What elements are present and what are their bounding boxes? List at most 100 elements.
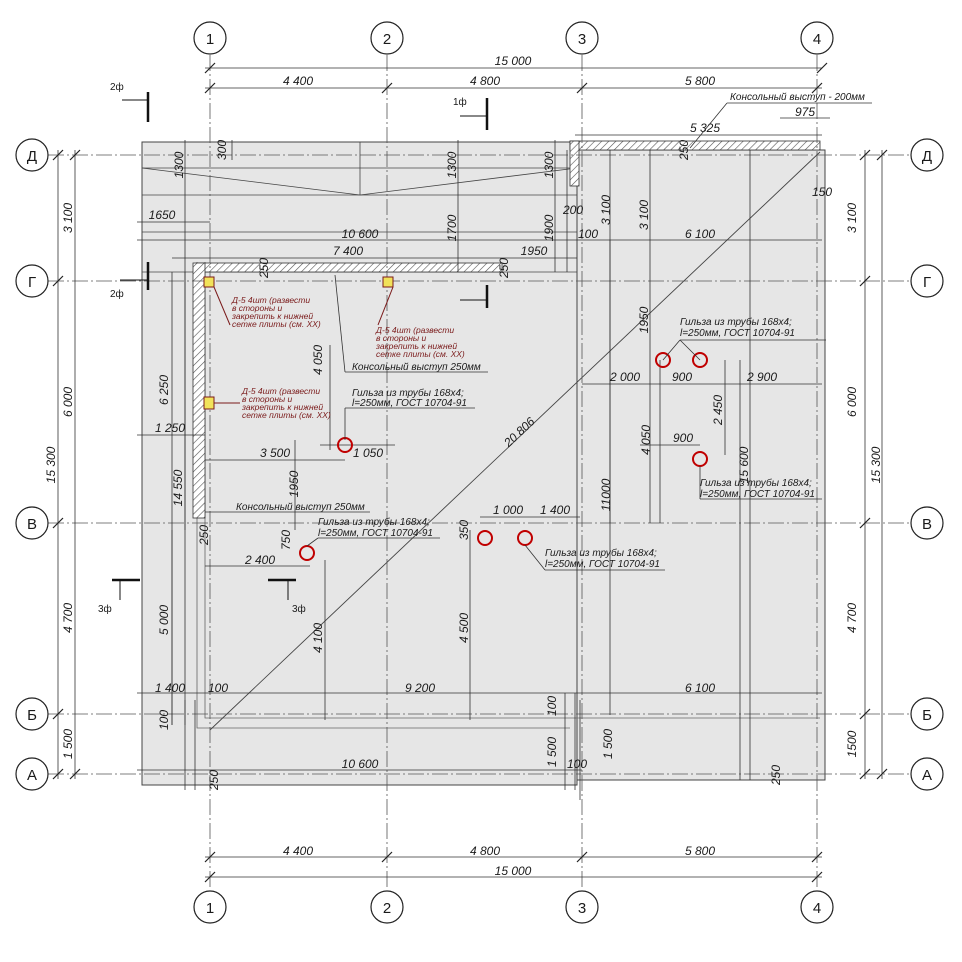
dim-3100-mid: 3 100 bbox=[599, 195, 613, 225]
note-sleeve-2-l1: Гильза из трубы 168х4; bbox=[680, 316, 792, 328]
section-1f-label: 1ф bbox=[453, 96, 467, 108]
notes: Консольный выступ - 200мм Консольный выс… bbox=[231, 92, 865, 570]
svg-text:4: 4 bbox=[813, 31, 821, 48]
dim-350: 350 bbox=[457, 520, 471, 540]
dim-300: 300 bbox=[215, 140, 229, 160]
axis-1-top: 1 bbox=[193, 21, 227, 55]
dim-bottom-span-2: 4 800 bbox=[470, 844, 500, 858]
dim-900-a: 900 bbox=[672, 370, 692, 384]
hatched-wall-step bbox=[569, 140, 580, 187]
note-sleeve-1-l1: Гильза из трубы 168х4; bbox=[352, 387, 464, 399]
note-sleeve-3-l2: l=250мм, ГОСТ 10704-91 bbox=[700, 489, 815, 500]
dim-right-span-2: 6 000 bbox=[845, 387, 859, 417]
note-d5-2-l2: в стороны и bbox=[376, 333, 427, 343]
axis-V-left: В bbox=[15, 506, 49, 540]
hatched-wall-top bbox=[196, 262, 503, 273]
dim-1500-b: 1 500 bbox=[601, 729, 615, 759]
dim-1250: 1 250 bbox=[155, 421, 185, 435]
svg-text:2: 2 bbox=[383, 31, 391, 48]
axis-2-bottom: 2 bbox=[370, 890, 404, 924]
svg-text:Д: Д bbox=[27, 148, 37, 165]
svg-text:Б: Б bbox=[922, 707, 932, 724]
dim-bottom-span-1: 4 400 bbox=[283, 844, 313, 858]
dimension-ticks bbox=[52, 62, 888, 883]
dim-right-total: 15 300 bbox=[869, 446, 883, 483]
dim-6100-top: 6 100 bbox=[685, 227, 715, 241]
dim-750: 750 bbox=[279, 530, 293, 550]
leader-lines bbox=[205, 102, 872, 571]
dim-250-e: 250 bbox=[769, 765, 783, 786]
dim-left-span-2: 6 000 bbox=[61, 387, 75, 417]
axis-G-right: Г bbox=[910, 264, 944, 298]
dim-1300-a: 1300 bbox=[172, 151, 186, 178]
note-cantilever-250-top: Консольный выступ 250мм bbox=[352, 362, 481, 373]
dim-right-span-3: 4 700 bbox=[845, 603, 859, 633]
dim-1950-b: 1950 bbox=[287, 470, 301, 497]
note-cantilever-250-left: Консольный выступ 250мм bbox=[236, 502, 365, 513]
section-markers bbox=[112, 92, 489, 600]
slab-inner-outline bbox=[141, 232, 577, 786]
dim-right-span-1: 3 100 bbox=[845, 203, 859, 233]
dim-5000: 5 000 bbox=[157, 605, 171, 635]
axis-B-right: Б bbox=[910, 697, 944, 731]
slab-fill-left bbox=[141, 141, 578, 786]
note-d5-2-l3: закрепить к нижней bbox=[375, 341, 457, 351]
dim-6250: 6 250 bbox=[157, 375, 171, 405]
note-d5-1-l3: закрепить к нижней bbox=[231, 311, 313, 321]
axis-A-left: А bbox=[15, 757, 49, 791]
axis-A-right: А bbox=[910, 757, 944, 791]
dim-100-a: 100 bbox=[578, 227, 598, 241]
dim-11000: 11000 bbox=[599, 478, 613, 511]
dim-3100-mid2: 3 100 bbox=[637, 200, 651, 230]
dim-200: 200 bbox=[562, 203, 583, 217]
dim-100-d: 100 bbox=[157, 710, 171, 730]
note-d5-1-l4: сетке плиты (см. ХХ) bbox=[232, 319, 321, 329]
note-d5-3-l1: Д-5 4шт (развести bbox=[241, 386, 320, 396]
dim-1000: 1 000 bbox=[493, 503, 523, 517]
dim-1650: 1650 bbox=[149, 208, 176, 222]
dim-2000: 2 000 bbox=[609, 370, 640, 384]
axis-3-top: 3 bbox=[565, 21, 599, 55]
dimension-labels: 15 000 4 400 4 800 5 800 4 400 4 800 5 8… bbox=[44, 54, 883, 878]
axis-4-top: 4 bbox=[800, 21, 834, 55]
dim-100-e: 100 bbox=[545, 696, 559, 716]
note-d5-2-l1: Д-5 4шт (развести bbox=[375, 325, 454, 335]
dim-4500: 4 500 bbox=[457, 613, 471, 643]
svg-text:1: 1 bbox=[206, 31, 214, 48]
dim-250-d: 250 bbox=[207, 770, 221, 791]
dim-1500-a: 1 500 bbox=[545, 737, 559, 767]
note-sleeve-4-l1: Гильза из трубы 168х4; bbox=[545, 547, 657, 559]
note-d5-3-l3: закрепить к нижней bbox=[241, 402, 323, 412]
note-d5-2-l4: сетке плиты (см. ХХ) bbox=[376, 349, 465, 359]
axis-D-left: Д bbox=[15, 138, 49, 172]
dim-right-span-4: 1500 bbox=[845, 730, 859, 757]
dim-900-b: 900 bbox=[673, 431, 693, 445]
axis-4-bottom: 4 bbox=[800, 890, 834, 924]
dim-100-c: 100 bbox=[567, 757, 587, 771]
d5-markers bbox=[203, 276, 394, 410]
note-sleeve-3-l1: Гильза из трубы 168х4; bbox=[700, 477, 812, 489]
section-2f-label-2: 2ф bbox=[110, 288, 124, 300]
axis-V-right: В bbox=[910, 506, 944, 540]
dim-15600: 15 600 bbox=[737, 446, 751, 483]
svg-text:А: А bbox=[922, 767, 932, 784]
dim-1950-c: 1950 bbox=[637, 306, 651, 333]
diagonal-line bbox=[209, 151, 821, 731]
dim-250-c: 250 bbox=[677, 140, 691, 161]
dim-1700: 1700 bbox=[445, 214, 459, 241]
dim-6100-bot: 6 100 bbox=[685, 681, 715, 695]
dim-top-span-1: 4 400 bbox=[283, 74, 313, 88]
svg-text:2: 2 bbox=[383, 900, 391, 917]
section-labels: 1ф 2ф 2ф 3ф 3ф bbox=[98, 81, 467, 615]
note-d5-3-l4: сетке плиты (см. ХХ) bbox=[242, 410, 331, 420]
svg-text:Г: Г bbox=[923, 274, 931, 291]
svg-text:3: 3 bbox=[578, 31, 586, 48]
svg-text:А: А bbox=[27, 767, 37, 784]
band-line-2 bbox=[141, 167, 361, 196]
dim-150: 150 bbox=[812, 185, 832, 199]
dim-2400: 2 400 bbox=[244, 553, 275, 567]
dim-250-b: 250 bbox=[497, 258, 511, 279]
note-sleeve-1-l2: l=250мм, ГОСТ 10704-91 bbox=[352, 398, 467, 409]
svg-text:В: В bbox=[27, 516, 37, 533]
